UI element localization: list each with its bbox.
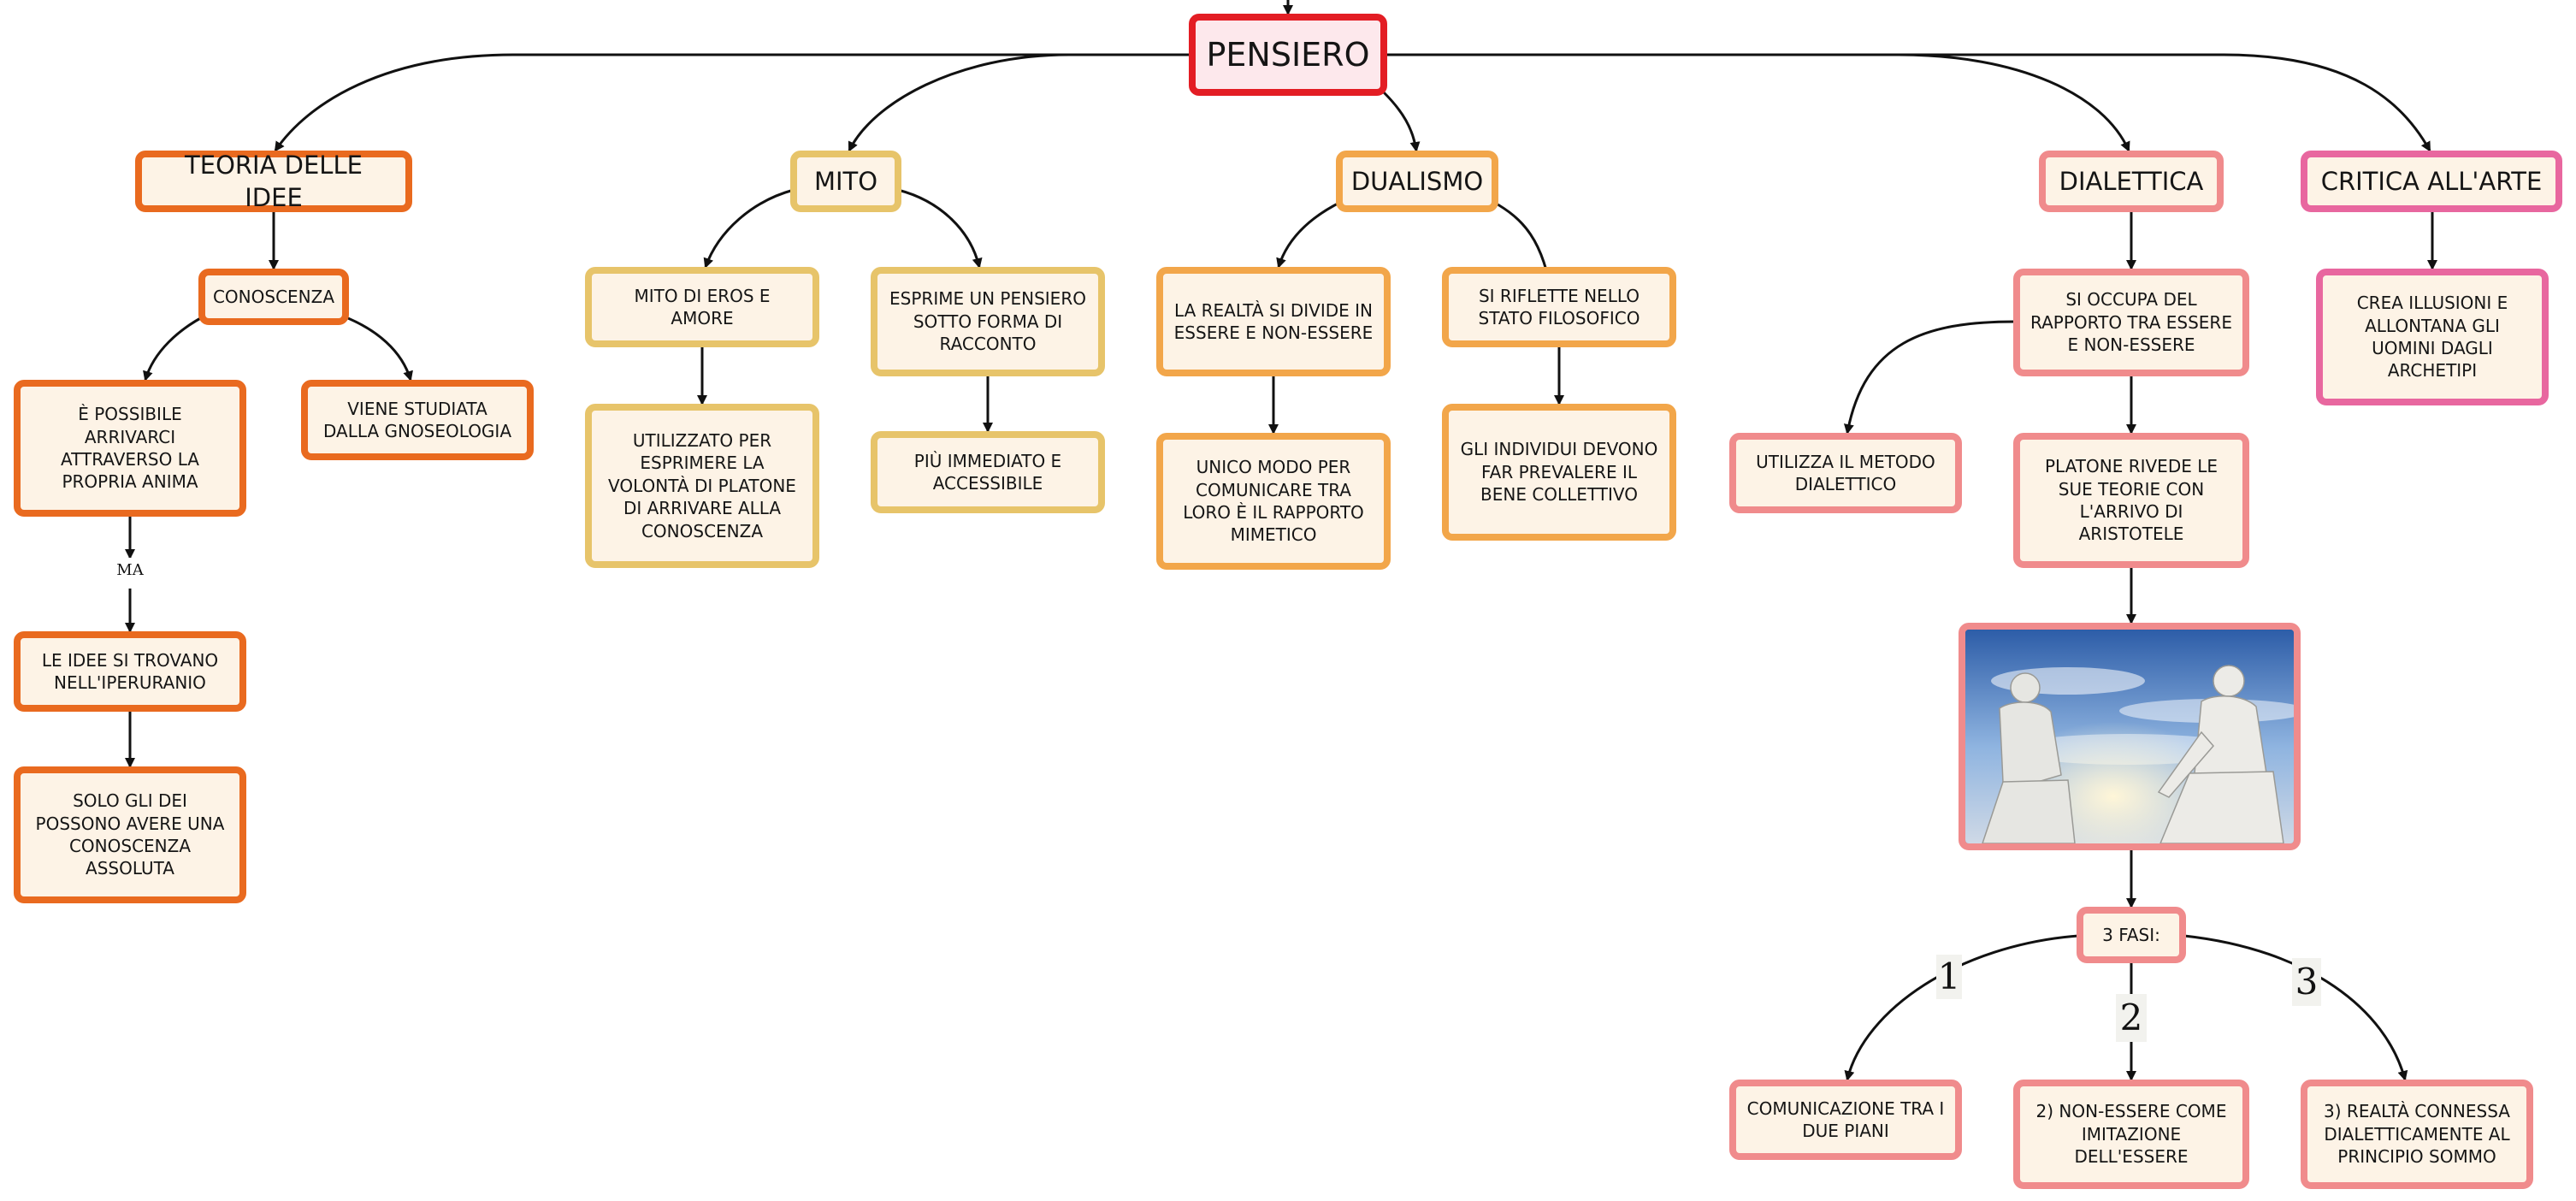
node-teoria-delle-idee[interactable]: TEORIA DELLE IDEE — [135, 151, 412, 212]
node-iperuranio[interactable]: LE IDEE SI TROVANO NELL'IPERURANIO — [14, 631, 246, 712]
node-riflette[interactable]: SI RIFLETTE NELLO STATO FILOSOFICO — [1442, 267, 1676, 347]
node-fase-1[interactable]: COMUNICAZIONE TRA I DUE PIANI — [1729, 1080, 1962, 1160]
node-immediato[interactable]: PIÙ IMMEDIATO E ACCESSIBILE — [871, 431, 1105, 513]
statues-illustration — [1965, 630, 2294, 843]
root-node[interactable]: PENSIERO — [1189, 14, 1387, 96]
node-rivede[interactable]: PLATONE RIVEDE LE SUE TEORIE CON L'ARRIV… — [2013, 433, 2249, 568]
node-conoscenza[interactable]: CONOSCENZA — [198, 269, 349, 325]
node-eros[interactable]: MITO DI EROS E AMORE — [585, 267, 819, 347]
node-utilizzato[interactable]: UTILIZZATO PER ESPRIMERE LA VOLONTÀ DI P… — [585, 404, 819, 568]
platone-aristotele-image — [1959, 623, 2301, 850]
node-esprime[interactable]: ESPRIME UN PENSIERO SOTTO FORMA DI RACCO… — [871, 267, 1105, 376]
node-metodo[interactable]: UTILIZZA IL METODO DIALETTICO — [1729, 433, 1962, 513]
node-unico[interactable]: UNICO MODO PER COMUNICARE TRA LORO È IL … — [1156, 433, 1391, 570]
node-fase-2[interactable]: 2) NON-ESSERE COME IMITAZIONE DELL'ESSER… — [2013, 1080, 2249, 1189]
node-dialettica[interactable]: DIALETTICA — [2039, 151, 2224, 212]
phase-label-3: 3 — [2292, 958, 2321, 1006]
node-dualismo[interactable]: DUALISMO — [1336, 151, 1498, 212]
node-critica-arte[interactable]: CRITICA ALL'ARTE — [2301, 151, 2562, 212]
node-anima[interactable]: È POSSIBILE ARRIVARCI ATTRAVERSO LA PROP… — [14, 380, 246, 517]
phase-label-2: 2 — [2116, 994, 2147, 1042]
connector-label-ma: MA — [113, 558, 147, 583]
node-fase-3[interactable]: 3) REALTÀ CONNESSA DIALETTICAMENTE AL PR… — [2301, 1080, 2533, 1189]
node-gnoseologia[interactable]: VIENE STUDIATA DALLA GNOSEOLOGIA — [301, 380, 534, 460]
node-fasi[interactable]: 3 FASI: — [2077, 907, 2186, 963]
node-mito[interactable]: MITO — [790, 151, 901, 212]
phase-label-1: 1 — [1936, 955, 1962, 999]
node-realta[interactable]: LA REALTÀ SI DIVIDE IN ESSERE E NON-ESSE… — [1156, 267, 1391, 376]
node-dei[interactable]: SOLO GLI DEI POSSONO AVERE UNA CONOSCENZ… — [14, 766, 246, 903]
node-individui[interactable]: GLI INDIVIDUI DEVONO FAR PREVALERE IL BE… — [1442, 404, 1676, 541]
node-rapporto[interactable]: SI OCCUPA DEL RAPPORTO TRA ESSERE E NON-… — [2013, 269, 2249, 376]
node-illusioni[interactable]: CREA ILLUSIONI E ALLONTANA GLI UOMINI DA… — [2316, 269, 2549, 405]
